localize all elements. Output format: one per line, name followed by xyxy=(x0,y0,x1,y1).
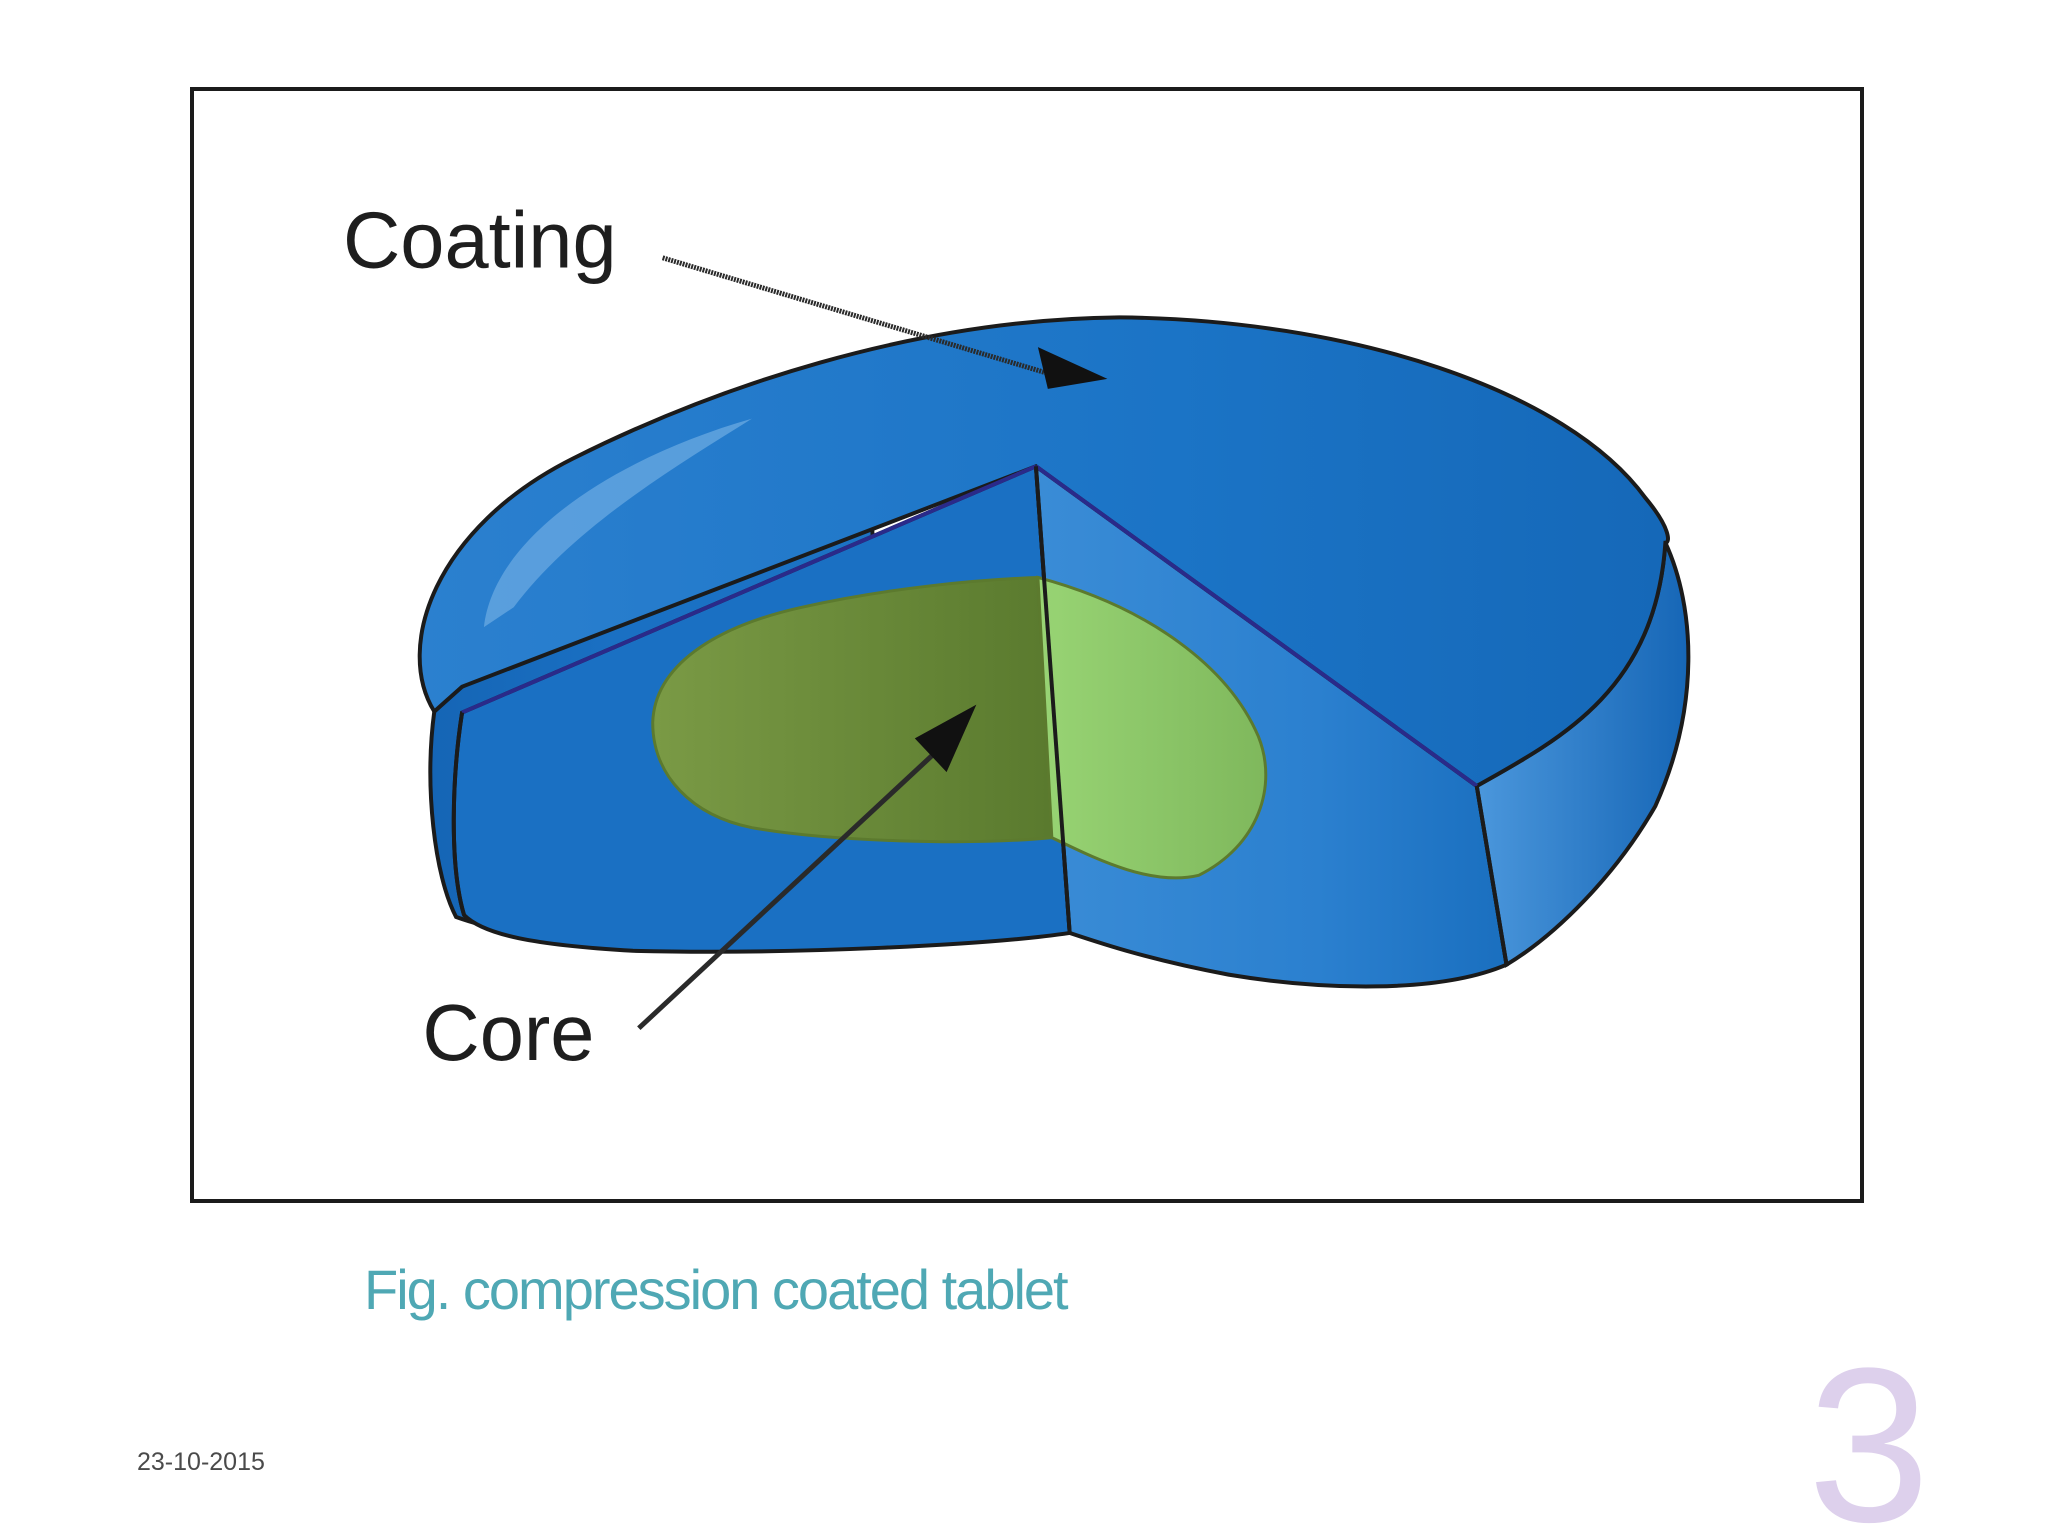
top-cut-edge-right xyxy=(1034,464,1478,788)
core-arrow-head xyxy=(914,704,977,773)
top-cut-edge-left xyxy=(461,464,1037,715)
core-light-half xyxy=(1036,575,1268,880)
page-number: 3 xyxy=(1807,1322,1930,1536)
coated-tablet-diagram: Coating Core xyxy=(343,196,1691,1077)
tablet-top-surface xyxy=(417,315,1670,789)
core-dark-half xyxy=(651,575,1054,844)
core-label: Core xyxy=(422,988,594,1077)
footer-date: 23-10-2015 xyxy=(137,1448,265,1476)
center-cut-line xyxy=(1033,466,1072,934)
core-arrow-line xyxy=(637,736,953,1031)
left-cut-line xyxy=(451,712,466,916)
tablet-highlight xyxy=(483,418,752,628)
right-cut-line xyxy=(1474,785,1509,966)
coating-arrow-line xyxy=(661,255,1051,377)
coating-arrow-head xyxy=(1037,347,1108,389)
figure-caption: Fig. compression coated tablet xyxy=(364,1258,1069,1321)
coating-label: Coating xyxy=(343,196,617,285)
figure-frame: Coating Core xyxy=(190,87,1864,1203)
